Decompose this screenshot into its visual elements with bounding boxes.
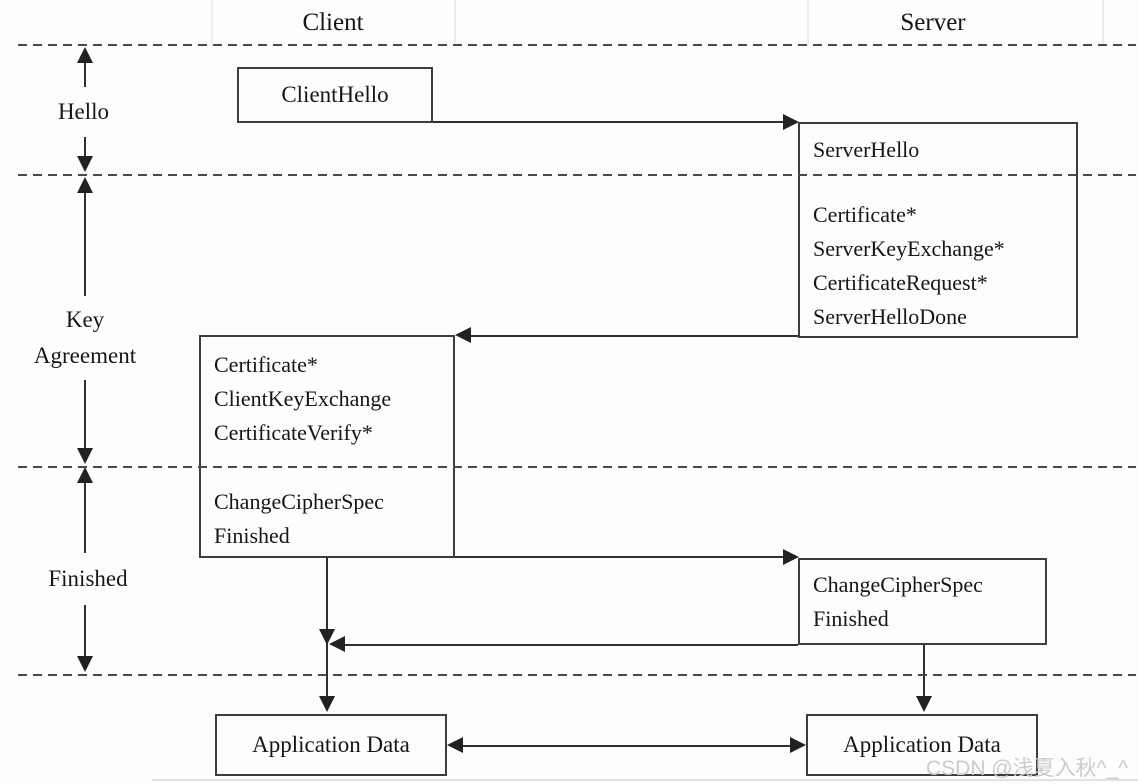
header-column-divider — [1102, 0, 1104, 45]
server-column-header: Server — [900, 9, 966, 36]
header-column-divider — [454, 0, 456, 45]
client-certificate-label: Certificate* — [214, 352, 318, 377]
client-change-cipher-spec-label: ChangeCipherSpec — [214, 489, 384, 514]
arrow-down-icon — [77, 448, 93, 464]
phase-label-key-agreement: Key Agreement — [23, 296, 147, 380]
arrow-down-icon — [319, 629, 335, 645]
server-flight-box: ServerHello Certificate* ServerKeyExchan… — [798, 122, 1078, 338]
client-flight-box: Certificate* ClientKeyExchange Certifica… — [199, 335, 455, 558]
server-application-data-box: Application Data — [806, 714, 1038, 776]
application-data-arrow-line — [460, 745, 796, 747]
client-finished-label: Finished — [214, 523, 290, 548]
watermark: CSDN @浅夏入秋^_^ — [926, 757, 1129, 780]
server-flight-arrow-line — [466, 335, 798, 337]
phase-label-hello: Hello — [36, 87, 131, 137]
arrow-up-icon — [77, 177, 93, 193]
client-column-header: Client — [302, 9, 364, 36]
arrow-down-icon — [77, 156, 93, 172]
client-flight-arrow-line — [455, 556, 785, 558]
phase-separator-line — [18, 44, 1136, 46]
arrow-right-icon — [783, 114, 799, 130]
header-column-divider — [211, 0, 213, 45]
arrow-down-icon — [916, 696, 932, 712]
server-lifeline — [923, 645, 925, 710]
arrow-right-icon — [790, 737, 806, 753]
arrow-left-icon — [447, 737, 463, 753]
phase-separator-line — [18, 674, 1136, 676]
client-application-data-box: Application Data — [215, 714, 447, 776]
server-ccs-return-arrow-line — [340, 644, 798, 646]
phase-separator-line — [18, 174, 1136, 176]
client-hello-arrow-line — [433, 121, 785, 123]
arrow-down-icon — [77, 656, 93, 672]
server-key-exchange-label: ServerKeyExchange* — [813, 236, 1005, 261]
server-finished-label: Finished — [813, 606, 889, 631]
arrow-right-icon — [783, 549, 799, 565]
bottom-edge-line — [152, 779, 1138, 781]
client-hello-box: ClientHello — [237, 67, 433, 123]
server-hello-done-label: ServerHelloDone — [813, 304, 967, 329]
arrow-up-icon — [77, 467, 93, 483]
server-hello-label: ServerHello — [813, 137, 920, 162]
client-application-data-label: Application Data — [252, 732, 410, 757]
server-application-data-label: Application Data — [843, 732, 1001, 757]
server-certificate-label: Certificate* — [813, 202, 917, 227]
phase-separator-line — [18, 466, 1136, 468]
arrow-left-icon — [455, 327, 471, 343]
client-hello-label: ClientHello — [281, 82, 389, 107]
server-change-cipher-spec-label: ChangeCipherSpec — [813, 572, 983, 597]
arrow-up-icon — [77, 47, 93, 63]
certificate-request-label: CertificateRequest* — [813, 270, 988, 295]
server-ccs-box: ChangeCipherSpec Finished — [798, 558, 1047, 645]
phase-label-finished: Finished — [30, 553, 146, 605]
client-key-exchange-label: ClientKeyExchange — [214, 386, 392, 411]
certificate-verify-label: CertificateVerify* — [214, 420, 373, 445]
arrow-down-icon — [319, 696, 335, 712]
header-column-divider — [807, 0, 809, 45]
